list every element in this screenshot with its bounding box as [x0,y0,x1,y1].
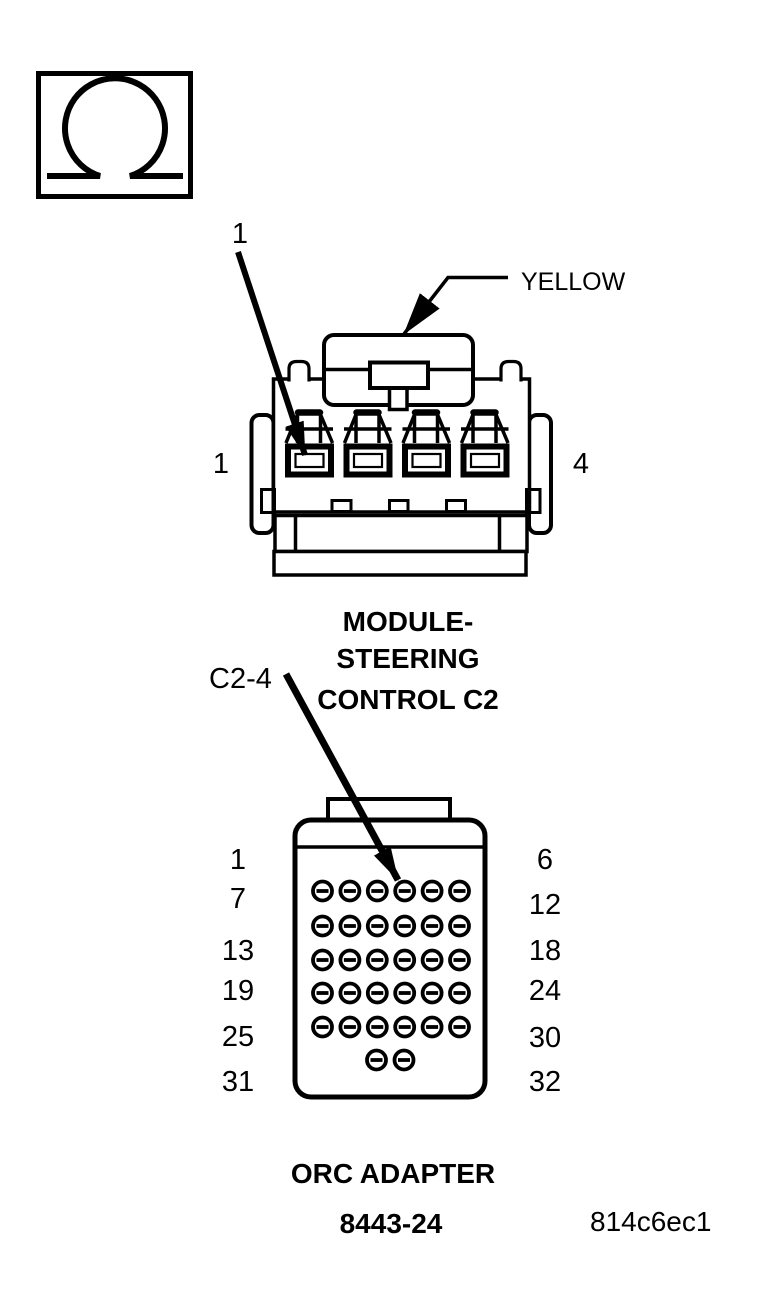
adapter-part-number: 8443-24 [340,1208,443,1239]
adapter-pin-label-right: 32 [529,1066,561,1098]
pin-contact [393,981,417,1005]
pin-contact [365,1048,388,1072]
adapter-pin-label-right: 18 [529,935,561,967]
c2-4-callout-label: C2-4 [209,663,272,695]
pin-contact [448,914,471,938]
pin-contact [448,948,471,972]
wire-color-label: YELLOW [521,268,626,296]
pin-contact [311,914,334,938]
connector-left-wing [249,413,276,535]
terminal-4 [464,447,507,475]
connector-base-lower [272,549,528,577]
connector-right-wing [527,413,553,535]
pin-contact [420,948,444,972]
band-tab [330,499,353,513]
pin-contact [365,1015,389,1039]
connector-base-upper [273,513,529,554]
pin-contact [311,981,334,1005]
adapter-pin-label-left: 31 [222,1066,254,1098]
pin-contact [393,879,417,903]
figure-code: 814c6ec1 [590,1206,711,1237]
band-side-notch-left [260,488,276,514]
pin-contact [365,879,389,903]
adapter-pin-label-right: 12 [529,889,561,921]
pin-contact [420,914,444,938]
band-tab [445,499,467,513]
adapter-pin-label-left: 19 [222,975,254,1007]
pin-contact [365,948,389,972]
pin1-callout-label: 1 [232,218,248,250]
module-steering-connector: 1 YELLOW 1 4 MODULE- STEERING CONTROL C2 [213,218,626,715]
orc-adapter-connector: C2-4 1 7 13 19 25 31 6 12 18 24 30 32 OR… [209,663,561,1239]
terminal-3 [405,447,448,475]
ohmmeter-symbol-frame [36,71,193,199]
band-side-notch-right [525,488,542,514]
adapter-pin-label-left: 1 [230,844,246,876]
pin-contact [393,948,417,972]
pin-contact [365,914,389,938]
pin-contact [448,981,471,1005]
adapter-title: ORC ADAPTER [291,1158,495,1189]
band-tab [388,499,410,513]
pin-contact [448,879,471,903]
adapter-pin-label-left: 13 [222,935,254,967]
terminal-1 [288,447,331,475]
pin1-leader-line [235,251,308,456]
connector-title-line-2: STEERING [336,643,479,674]
lock-tab-bar [368,360,430,390]
omega-icon [47,75,183,179]
pin-contact [311,879,334,903]
pin-contact [338,879,362,903]
adapter-pin-label-right: 24 [529,975,561,1007]
adapter-pin-label-right: 6 [537,844,553,876]
pin-contact [448,1015,471,1039]
pin-contact [311,948,334,972]
pin-contact [393,914,417,938]
pin-contact [338,1015,362,1039]
pin-contact [338,914,362,938]
pin-contact [338,981,362,1005]
pin-contact [365,981,389,1005]
pin-number-right: 4 [573,448,589,480]
connector-title-line-1: MODULE- [343,606,474,637]
pin-contact [338,948,362,972]
pin-number-left: 1 [213,448,229,480]
body-ear-left [287,359,311,384]
pin-contact [420,879,444,903]
ohmmeter-symbol [36,71,193,199]
adapter-pin-label-left: 7 [230,883,246,915]
pin-contact [311,1015,334,1039]
connector-title-line-3: CONTROL C2 [317,684,499,715]
body-ear-right [499,359,523,384]
c2-4-leader-line [282,672,402,882]
pin-contact [392,1048,416,1072]
adapter-pin-label-right: 30 [529,1022,561,1054]
adapter-pin-label-left: 25 [222,1021,254,1053]
pin-contact [393,1015,417,1039]
pin-contact [420,981,444,1005]
wire-color-leader-line [402,275,508,336]
pin-contact [420,1015,444,1039]
terminal-2 [347,447,390,475]
